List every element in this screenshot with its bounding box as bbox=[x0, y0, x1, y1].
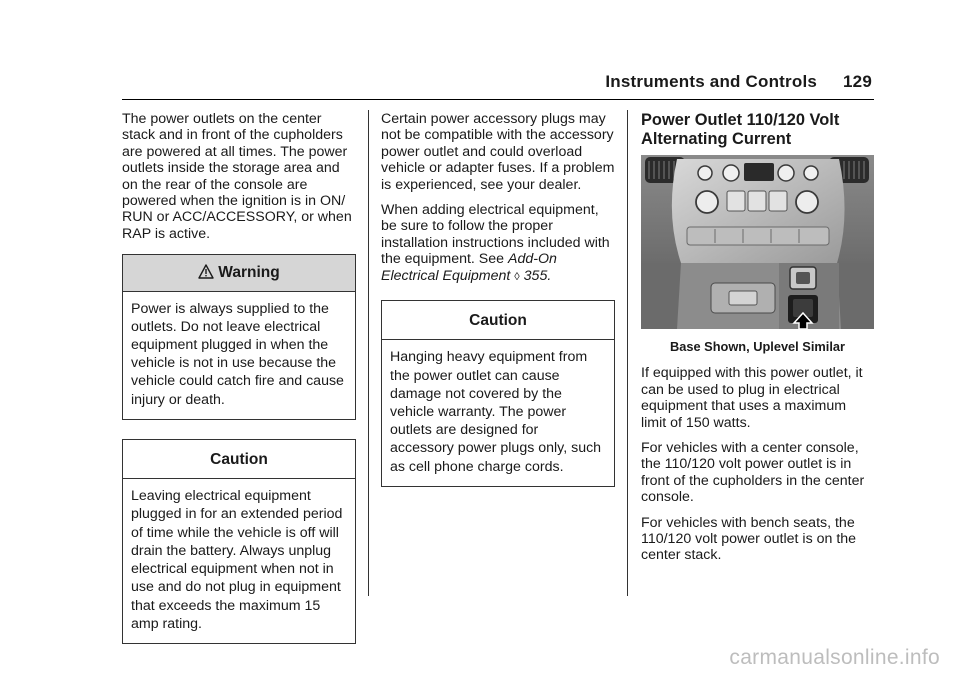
period: . bbox=[547, 267, 552, 284]
watermark: carmanualsonline.info bbox=[729, 646, 940, 669]
console-location-paragraph: For vehicles with a center console, the … bbox=[641, 440, 865, 506]
add-on-equipment-link[interactable]: Add-On Electrical Equipment bbox=[381, 251, 557, 284]
page-reference-icon: ◊ bbox=[514, 270, 520, 283]
compatibility-paragraph: Certain power accessory plugs may not be… bbox=[381, 111, 615, 193]
installation-paragraph: When adding electrical equipment, be sur… bbox=[381, 202, 615, 285]
installation-text: When adding electrical equipment, be sur… bbox=[381, 202, 610, 268]
warning-triangle-icon bbox=[198, 264, 214, 283]
page-header: Instruments and Controls 129 bbox=[605, 72, 872, 92]
column-left: The power outlets on the center stack an… bbox=[122, 111, 356, 644]
power-outlet-photo bbox=[641, 155, 874, 329]
column-divider-2 bbox=[627, 110, 628, 596]
caution-title-left: Caution bbox=[123, 440, 355, 480]
page-ref-number[interactable]: 355 bbox=[523, 267, 548, 284]
warning-text: Power is always supplied to the outlets.… bbox=[131, 300, 344, 408]
warning-title: Warning bbox=[218, 264, 280, 282]
column-middle: Certain power accessory plugs may not be… bbox=[381, 111, 615, 487]
column-divider-1 bbox=[368, 110, 369, 596]
section-heading: Power Outlet 110/120 Volt Alternating Cu… bbox=[641, 111, 840, 148]
caution-box-left: Caution Leaving electrical equipment plu… bbox=[122, 438, 356, 644]
wattage-paragraph: If equipped with this power outlet, it c… bbox=[641, 365, 863, 431]
intro-paragraph: The power outlets on the center stack an… bbox=[122, 111, 352, 242]
caution-box-middle: Caution Hanging heavy equipment from the… bbox=[381, 300, 615, 487]
section-title: Instruments and Controls bbox=[605, 72, 818, 91]
page-number: 129 bbox=[843, 72, 872, 91]
bench-seat-paragraph: For vehicles with bench seats, the 110/1… bbox=[641, 514, 857, 564]
column-right: Power Outlet 110/120 Volt Alternating Cu… bbox=[641, 111, 874, 573]
warning-header: Warning bbox=[123, 255, 355, 292]
caution-text-left: Leaving electrical equipment plugged in … bbox=[131, 488, 343, 632]
warning-box: Warning Power is always supplied to the … bbox=[122, 254, 356, 420]
caution-title-middle: Caution bbox=[382, 301, 614, 341]
image-caption: Base Shown, Uplevel Similar bbox=[670, 339, 845, 354]
caution-text-middle: Hanging heavy equipment from the power o… bbox=[390, 349, 602, 475]
header-rule bbox=[122, 99, 874, 100]
